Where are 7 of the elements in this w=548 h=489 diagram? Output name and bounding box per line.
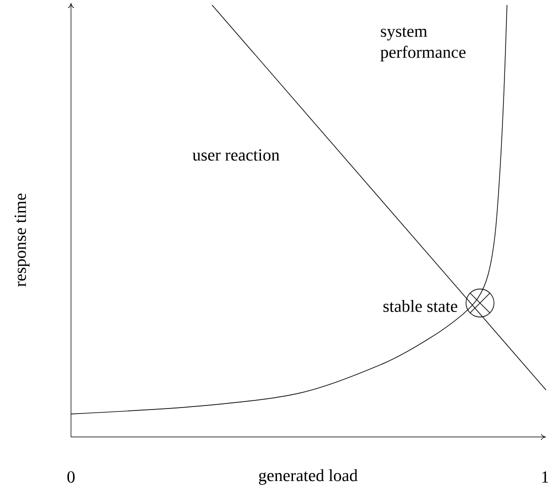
axis-label: response time — [14, 194, 30, 287]
axis-label: generated load — [258, 469, 358, 485]
curve-label: stable state — [383, 300, 458, 312]
curve-label: system performance — [380, 27, 466, 62]
tick-label: 0 — [67, 471, 75, 483]
curve-label: user reaction — [192, 149, 280, 161]
tick-label: 1 — [542, 471, 548, 483]
